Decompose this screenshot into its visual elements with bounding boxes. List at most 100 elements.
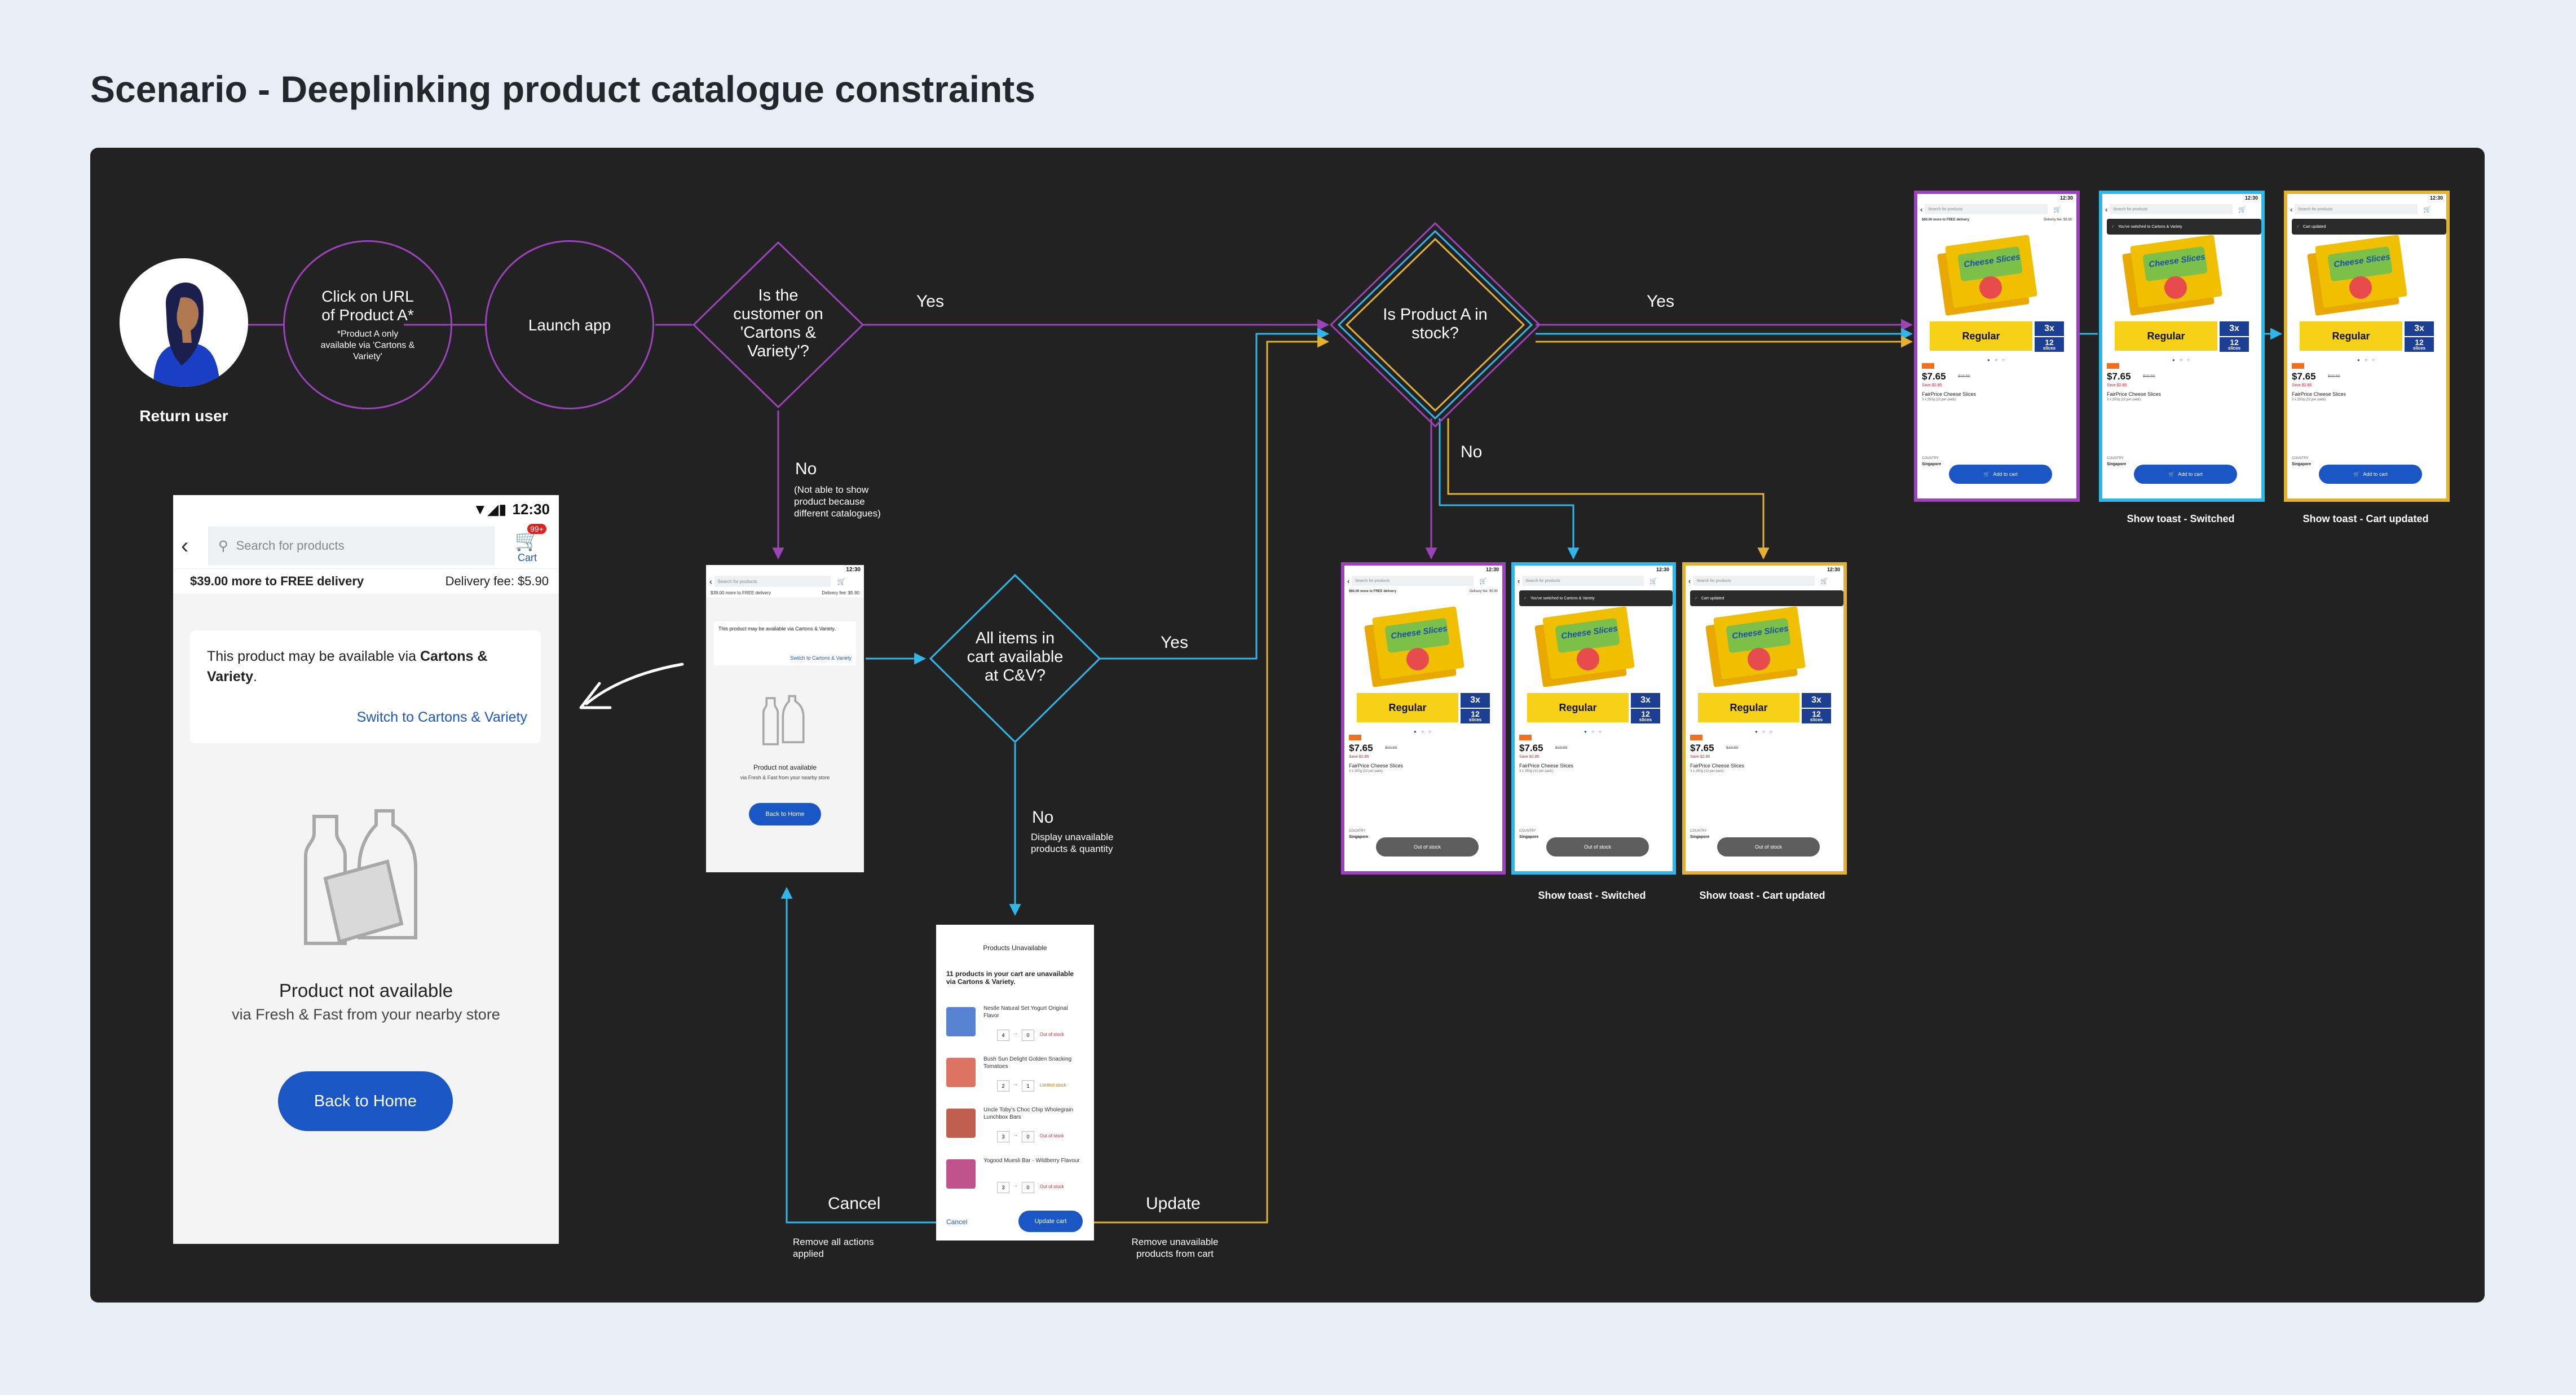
pack-bot: slices bbox=[2043, 346, 2056, 351]
add-to-cart-button[interactable]: 🛒Add to cart bbox=[1949, 465, 2052, 484]
qty-from: 2 bbox=[997, 1080, 1009, 1092]
product-name: FairPrice Cheese Slices bbox=[1690, 763, 1745, 769]
variant-label: Regular bbox=[2300, 321, 2402, 351]
back-icon[interactable]: ‹ bbox=[1920, 205, 1923, 214]
cart-icon[interactable]: 🛒 bbox=[2053, 206, 2062, 213]
cart-icon[interactable]: 🛒 bbox=[1649, 577, 1658, 585]
edge-no-1: No bbox=[795, 460, 817, 478]
back-to-home-button[interactable]: Back to Home bbox=[278, 1071, 453, 1131]
toast: ✓Cart updated bbox=[1690, 590, 1843, 606]
add-to-cart-label: Add to cart bbox=[1993, 471, 2018, 477]
notice-bold: Cartons & Variety bbox=[207, 648, 488, 685]
cart-icon[interactable]: 🛒 bbox=[1820, 577, 1829, 585]
product-name: FairPrice Cheese Slices bbox=[1519, 763, 1574, 769]
cart-icon[interactable]: 🛒 bbox=[837, 577, 846, 585]
delivery-bar: $39.00 more to FREE delivery Delivery fe… bbox=[706, 589, 864, 597]
search-placeholder: Search for products bbox=[1928, 207, 1963, 211]
product-image: Cheese Slices bbox=[1361, 606, 1485, 693]
back-icon[interactable]: ‹ bbox=[1518, 576, 1520, 585]
small-phone: 12:30 ‹ Search for products 🛒 $39.00 mor… bbox=[706, 565, 864, 872]
variant-label: Regular bbox=[1930, 321, 2032, 351]
edge-update-note: Remove unavailable products from cart bbox=[1131, 1237, 1219, 1259]
modal-update-button[interactable]: Update cart bbox=[1018, 1211, 1083, 1232]
cart-icon[interactable]: 🛒 bbox=[2423, 206, 2432, 213]
back-to-home-button[interactable]: Back to Home bbox=[749, 803, 821, 825]
cart-icon: 🛒 bbox=[2168, 471, 2175, 477]
toast-text: You've switched to Cartons & Variety bbox=[2118, 224, 2182, 229]
promo-tag bbox=[2292, 363, 2304, 369]
pagination-dots: ● ○ ○ bbox=[1755, 729, 1774, 734]
search-placeholder: Search for products bbox=[717, 579, 757, 584]
status-bar: 12:30 bbox=[2287, 194, 2446, 202]
pack-badge: 3x bbox=[2405, 321, 2434, 336]
product-phone: 12:30‹Search for products🛒✓You've switch… bbox=[1511, 562, 1676, 875]
variant-label: Regular bbox=[1698, 693, 1799, 722]
back-icon[interactable]: ‹ bbox=[2290, 205, 2293, 214]
launch-app-node: Launch app bbox=[485, 240, 654, 409]
cart-icon[interactable]: 🛒 bbox=[1479, 577, 1488, 585]
back-icon[interactable]: ‹ bbox=[709, 577, 712, 586]
promo-tag bbox=[1922, 363, 1934, 369]
item-status: Limited stock bbox=[1040, 1083, 1066, 1088]
qty-from: 3 bbox=[997, 1182, 1009, 1193]
search-input[interactable]: Search for products bbox=[1925, 204, 2048, 214]
cart-icon[interactable]: 🛒 bbox=[2238, 206, 2247, 213]
cart-icon: 🛒 bbox=[2353, 471, 2360, 477]
caption-mid-switched: Show toast - Switched bbox=[1538, 890, 1646, 901]
search-input[interactable]: Search for products bbox=[1352, 576, 1474, 586]
back-icon[interactable]: ‹ bbox=[1688, 576, 1691, 585]
search-input[interactable]: Search for products bbox=[1693, 576, 1815, 586]
add-to-cart-button[interactable]: 🛒Add to cart bbox=[2319, 465, 2422, 484]
country-label: COUNTRY bbox=[1922, 457, 1939, 460]
cart-button[interactable]: 🛒 99+ Cart bbox=[510, 523, 546, 564]
toast: ✓You've switched to Cartons & Variety bbox=[1519, 590, 1673, 606]
product-size: 3 x 250g (12 per pack) bbox=[1690, 770, 1724, 773]
pack-top: 3x bbox=[2414, 324, 2424, 333]
qty-arrow-icon: → bbox=[1013, 1081, 1018, 1087]
qty-from: 3 bbox=[997, 1131, 1009, 1142]
status-bar: ▼◢▮ 12:30 bbox=[173, 495, 559, 523]
pack-bot: slices bbox=[2227, 346, 2241, 351]
pack-top: 3x bbox=[1811, 695, 1821, 705]
pagination-dots: ● ○ ○ bbox=[2172, 357, 2191, 363]
switch-link[interactable]: Switch to Cartons & Variety bbox=[790, 655, 852, 661]
edge-cancel-note: Remove all actions applied bbox=[793, 1237, 874, 1259]
switch-link[interactable]: Switch to Cartons & Variety bbox=[356, 709, 527, 725]
availability-notice: This product may be available via Carton… bbox=[190, 630, 541, 743]
search-input[interactable]: Search for products bbox=[2295, 204, 2418, 214]
pack-mid: 12 bbox=[1812, 709, 1821, 718]
back-icon[interactable]: ‹ bbox=[1347, 576, 1350, 585]
cart-label: Cart bbox=[517, 551, 537, 563]
add-to-cart-label: Add to cart bbox=[2178, 471, 2203, 477]
qty-from: 4 bbox=[997, 1030, 1009, 1041]
edge-no-3: No bbox=[1032, 808, 1054, 827]
product-price: $7.65 bbox=[2107, 371, 2131, 382]
search-input[interactable]: Search for products bbox=[714, 576, 831, 587]
add-to-cart-button[interactable]: 🛒Add to cart bbox=[2134, 465, 2237, 484]
country-value: Singapore bbox=[1349, 835, 1369, 839]
modal-cancel[interactable]: Cancel bbox=[946, 1218, 968, 1226]
toast-text: You've switched to Cartons & Variety bbox=[1530, 596, 1595, 601]
search-input[interactable]: Search for products bbox=[1522, 576, 1644, 586]
empty-subtitle: via Fresh & Fast from your nearby store bbox=[232, 1006, 500, 1023]
back-icon[interactable]: ‹ bbox=[181, 533, 189, 558]
back-icon[interactable]: ‹ bbox=[2105, 205, 2108, 214]
product-image: Cheese Slices bbox=[1934, 235, 2059, 321]
product-name: FairPrice Cheese Slices bbox=[2107, 391, 2162, 397]
status-time: 12:30 bbox=[846, 566, 861, 573]
old-price: $10.50 bbox=[1385, 746, 1397, 750]
caption-top-updated: Show toast - Cart updated bbox=[2302, 513, 2429, 524]
pack-badge: 3x bbox=[2035, 321, 2064, 336]
empty-title: Product not available bbox=[279, 980, 453, 1001]
search-input[interactable]: Search for products bbox=[2110, 204, 2233, 214]
out-of-stock-button: Out of stock bbox=[1717, 837, 1820, 857]
old-price: $10.50 bbox=[1958, 374, 1970, 378]
product-price: $7.65 bbox=[1922, 371, 1946, 382]
product-price: $7.65 bbox=[2292, 371, 2316, 382]
search-input[interactable]: ⚲ Search for products bbox=[208, 527, 495, 565]
product-price: $7.65 bbox=[1690, 743, 1714, 753]
